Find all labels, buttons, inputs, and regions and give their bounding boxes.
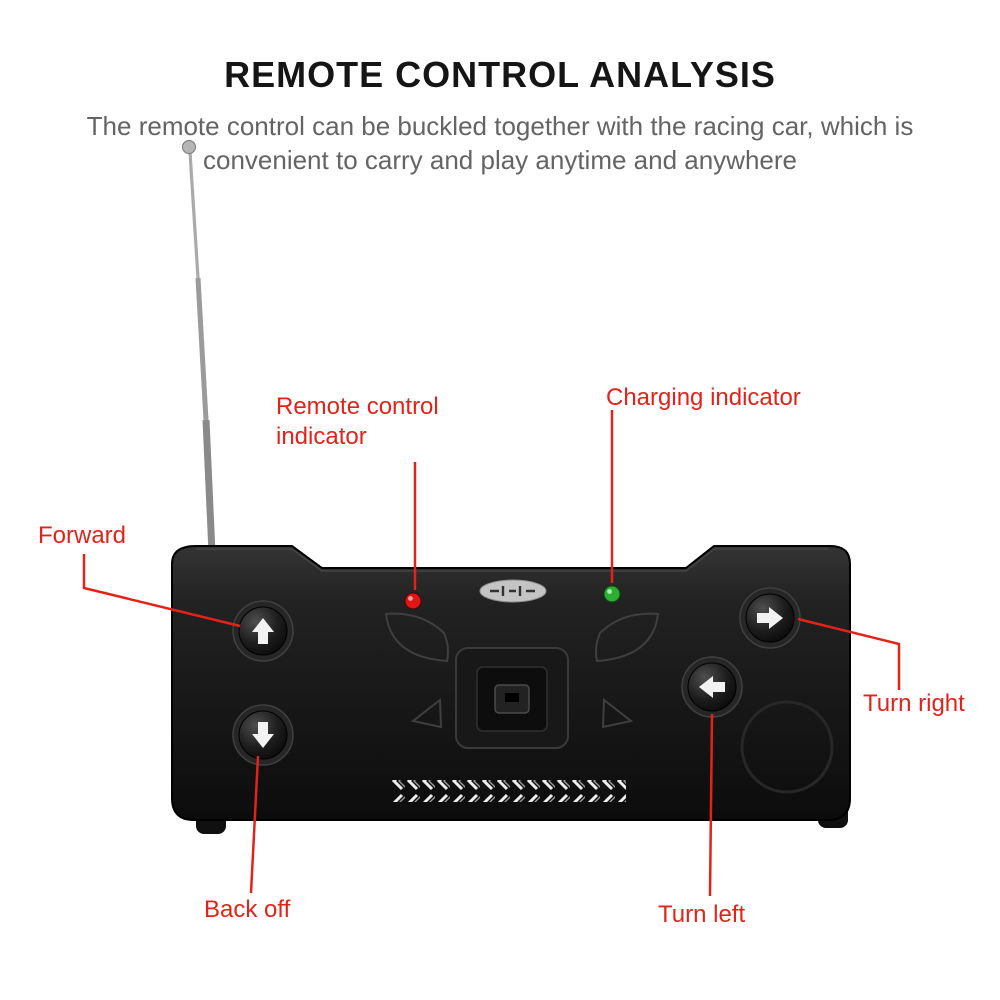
body-top-highlight: [196, 548, 828, 572]
antenna: [182, 140, 217, 576]
left-arrow-icon: [699, 676, 725, 698]
panel-decor: [384, 612, 834, 794]
remote-control-indicator-led: [404, 592, 422, 610]
back-off-button: [232, 704, 294, 766]
callout-turn-right: [797, 617, 901, 690]
turn-left-button: [681, 656, 743, 718]
label-charging-indicator: Charging indicator: [606, 384, 801, 411]
tread-pattern: [392, 780, 626, 802]
turn-right-button: [739, 587, 801, 649]
right-arrow-icon: [757, 607, 783, 629]
antenna-tip: [182, 140, 196, 154]
callout-back-off: [249, 755, 260, 894]
callout-lines: [82, 410, 901, 897]
brand-logo: [479, 579, 547, 603]
label-forward: Forward: [38, 522, 127, 549]
charging-indicator-led: [603, 585, 621, 603]
forward-button: [232, 600, 294, 662]
up-arrow-icon: [252, 618, 274, 644]
down-arrow-icon: [252, 722, 274, 748]
label-remote-control-indicator: Remote control indicator: [276, 393, 439, 450]
page-title: REMOTE CONTROL ANALYSIS: [224, 54, 776, 95]
label-turn-right: Turn right: [863, 690, 965, 717]
label-back-off: Back off: [204, 896, 291, 923]
buckle-module: [455, 647, 569, 749]
callout-forward: [82, 554, 241, 628]
page-subtitle: The remote control can be buckled togeth…: [86, 111, 914, 175]
callout-turn-left: [708, 713, 714, 897]
label-turn-left: Turn left: [658, 901, 746, 928]
